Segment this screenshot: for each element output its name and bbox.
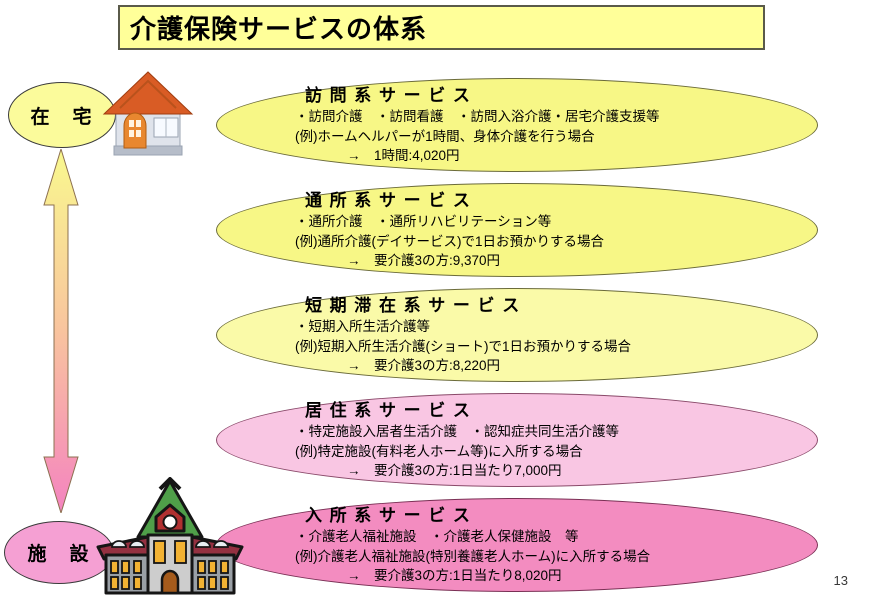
facility-label: 施 設	[27, 544, 91, 565]
service-bubble-residential: 居住系サービス ・特定施設入居者生活介護 ・認知症共同生活介護等 (例)特定施設…	[216, 393, 818, 487]
service-detail: ・短期入所生活介護等	[295, 319, 430, 335]
service-example: (例)通所介護(デイサービス)で1日お預かりする場合	[295, 233, 604, 249]
service-detail: ・特定施設入居者生活介護 ・認知症共同生活介護等	[295, 424, 619, 440]
service-example: (例)短期入所生活介護(ショート)で1日お預かりする場合	[295, 338, 631, 354]
service-heading: 通所系サービス	[305, 191, 478, 211]
service-price: → 要介護3の方:8,220円	[347, 358, 501, 374]
service-price: → 1時間:4,020円	[347, 148, 460, 164]
service-example: (例)ホームヘルパーが1時間、身体介護を行う場合	[295, 128, 595, 144]
service-bubble-admission: 入所系サービス ・介護老人福祉施設 ・介護老人保健施設 等 (例)介護老人福祉施…	[216, 498, 818, 592]
service-price: → 要介護3の方:9,370円	[347, 253, 501, 269]
service-price: → 要介護3の方:1日当たり7,000円	[347, 463, 562, 479]
up-down-arrow-icon	[43, 149, 79, 513]
service-detail: ・通所介護 ・通所リハビリテーション等	[295, 214, 552, 230]
page-title: 介護保険サービスの体系	[118, 5, 765, 50]
service-detail: ・介護老人福祉施設 ・介護老人保健施設 等	[295, 529, 579, 545]
service-heading: 短期滞在系サービス	[305, 296, 527, 316]
service-bubble-day: 通所系サービス ・通所介護 ・通所リハビリテーション等 (例)通所介護(デイサー…	[216, 183, 818, 277]
page-number: 13	[833, 573, 848, 588]
service-example: (例)特定施設(有料老人ホーム等)に入所する場合	[295, 443, 583, 459]
service-detail: ・訪問介護 ・訪問看護 ・訪問入浴介護・居宅介護支援等	[295, 109, 660, 125]
service-heading: 入所系サービス	[305, 506, 478, 526]
service-heading: 居住系サービス	[305, 401, 478, 421]
home-ellipse: 在 宅	[8, 82, 116, 148]
house-icon	[102, 71, 194, 156]
service-example: (例)介護老人福祉施設(特別養護老人ホーム)に入所する場合	[295, 548, 651, 564]
service-heading: 訪問系サービス	[305, 86, 478, 106]
service-price: → 要介護3の方:1日当たり8,020円	[347, 568, 562, 584]
facility-building-icon	[96, 477, 244, 595]
service-bubble-short-stay: 短期滞在系サービス ・短期入所生活介護等 (例)短期入所生活介護(ショート)で1…	[216, 288, 818, 382]
home-label: 在 宅	[30, 106, 94, 128]
page-title-text: 介護保険サービスの体系	[130, 14, 428, 44]
service-bubble-visiting: 訪問系サービス ・訪問介護 ・訪問看護 ・訪問入浴介護・居宅介護支援等 (例)ホ…	[216, 78, 818, 172]
